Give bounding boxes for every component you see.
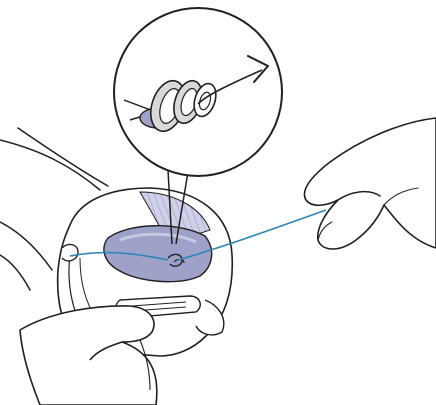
magnifier-callout-icon xyxy=(114,8,282,176)
bottom-hand xyxy=(20,306,157,405)
right-hand xyxy=(304,118,436,249)
